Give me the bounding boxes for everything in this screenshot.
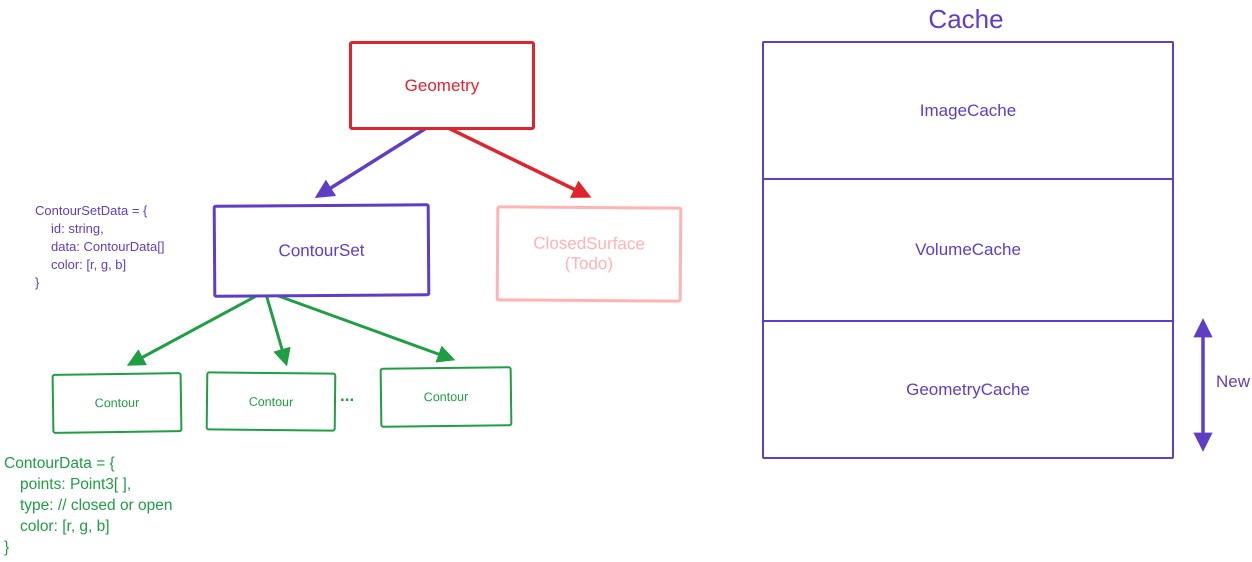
arrow-contourset-to-contour-2	[264, 293, 291, 367]
contoursetdata-line-2: id: string,	[51, 221, 104, 236]
contour-node-3-label: Contour	[423, 389, 469, 405]
contour-node-2-label: Contour	[248, 394, 294, 409]
imagecache-label: ImageCache	[919, 100, 1017, 120]
geometry-node: Geometry	[349, 41, 535, 130]
contour-node-1: Contour	[51, 372, 183, 434]
contour-node-1-label: Contour	[94, 395, 140, 411]
contoursetdata-line-5: }	[35, 275, 40, 290]
contour-node-3: Contour	[379, 366, 513, 428]
cache-section-geometrycache: GeometryCache	[764, 320, 1172, 457]
new-label: New	[1216, 372, 1251, 391]
arrow-geometry-to-closedsurface	[437, 121, 592, 198]
contour-node-2: Contour	[205, 371, 337, 432]
arrow-contourset-to-contour-3	[272, 292, 456, 363]
volumecache-label: VolumeCache	[915, 240, 1021, 259]
contourset-node-label: ContourSet	[278, 240, 365, 260]
contoursetdata-annotation: ContourSetData = { id: string, data: Con…	[35, 202, 164, 292]
arrow-geometry-to-contourset	[314, 125, 429, 199]
contoursetdata-line-1: ContourSetData = {	[35, 203, 148, 218]
cache-title: Cache	[928, 4, 1004, 34]
contourdata-line-4: color: [r, g, b]	[20, 518, 110, 535]
arrow-contourset-to-contour-1	[126, 292, 261, 366]
contourset-node: ContourSet	[212, 203, 431, 298]
closedsurface-node-label-line2: (Todo)	[564, 253, 614, 274]
contourdata-annotation: ContourData = { points: Point3[ ], type:…	[4, 453, 173, 558]
geometry-node-label: Geometry	[404, 75, 480, 95]
closedsurface-node-label-line1: ClosedSurface	[533, 233, 645, 254]
contourdata-line-3: type: // closed or open	[20, 497, 173, 514]
contoursetdata-line-4: color: [r, g, b]	[51, 257, 127, 272]
contourdata-line-2: points: Point3[ ],	[20, 476, 132, 493]
contour-ellipsis: ...	[340, 386, 355, 405]
cache-section-volumecache: VolumeCache	[764, 178, 1172, 320]
cache-container: ImageCache VolumeCache GeometryCache	[762, 41, 1174, 459]
cache-section-imagecache: ImageCache	[764, 43, 1172, 178]
contoursetdata-line-3: data: ContourData[]	[51, 239, 165, 254]
contourdata-line-1: ContourData = {	[4, 455, 115, 472]
geometrycache-label: GeometryCache	[906, 379, 1030, 399]
contourdata-line-5: }	[4, 539, 10, 556]
closedsurface-node: ClosedSurface (Todo)	[495, 205, 683, 303]
